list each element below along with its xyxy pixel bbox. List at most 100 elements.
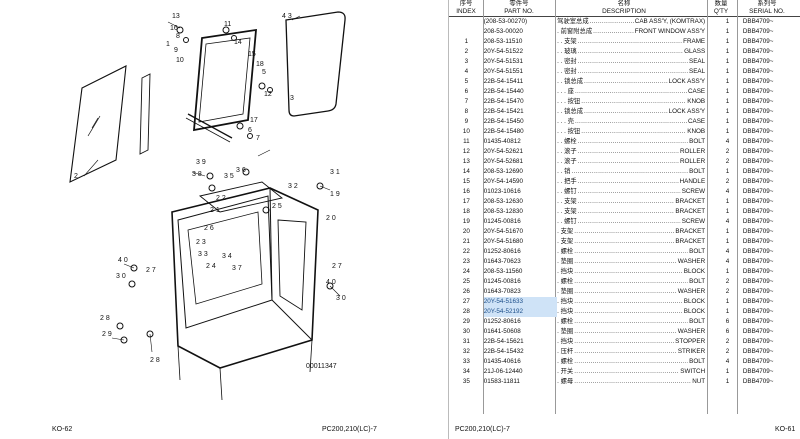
row-description-en: ROLLER bbox=[679, 158, 706, 165]
row-description-en: HANDLE bbox=[679, 178, 706, 185]
callout-label: 2 bbox=[74, 173, 78, 180]
row-description-cn: . 螺栓 bbox=[557, 318, 574, 325]
row-serial: DBB4709~ bbox=[742, 178, 774, 185]
row-description-cn: . . 支架 bbox=[557, 208, 577, 215]
row-serial: DBB4709~ bbox=[742, 68, 774, 75]
row-serial: DBB4709~ bbox=[742, 118, 774, 125]
row-quantity: 1 bbox=[725, 198, 730, 205]
row-serial: DBB4709~ bbox=[742, 368, 774, 375]
leader-dots: ........................................… bbox=[574, 368, 679, 375]
row-description: . 支架....................................… bbox=[557, 227, 712, 237]
row-quantity: 1 bbox=[725, 38, 730, 45]
callout-label: 5 bbox=[262, 69, 266, 76]
row-description-en: SCREW bbox=[681, 218, 706, 225]
header-index-cn: 序号 bbox=[459, 0, 473, 7]
row-description-en: CASE bbox=[687, 88, 706, 95]
row-description-cn: . 螺栓 bbox=[557, 278, 574, 285]
callout-label: 15 bbox=[248, 51, 256, 58]
row-quantity: 1 bbox=[725, 68, 730, 75]
row-description-cn: . . 螺钉 bbox=[557, 218, 577, 225]
callout-label: 2 3 bbox=[196, 239, 206, 246]
leader-dots: ........................................… bbox=[584, 78, 668, 85]
row-part-number: 22B-54-15450 bbox=[483, 118, 524, 125]
row-quantity: 1 bbox=[725, 228, 730, 235]
row-quantity: 4 bbox=[725, 258, 730, 265]
row-part-number: 20Y-54-51680 bbox=[483, 238, 524, 245]
leader-dots: ........................................… bbox=[577, 218, 681, 225]
row-serial: DBB4709~ bbox=[742, 228, 774, 235]
row-index: 22 bbox=[462, 248, 470, 255]
row-description-cn: . 螺母 bbox=[557, 378, 574, 385]
row-description-cn: . . . 按钮 bbox=[557, 128, 581, 135]
row-part-number: (208-53-00270) bbox=[483, 18, 528, 25]
row-quantity: 1 bbox=[725, 168, 730, 175]
row-index: 1 bbox=[464, 38, 469, 45]
leader-dots: ........................................… bbox=[574, 258, 677, 265]
row-serial: DBB4709~ bbox=[742, 128, 774, 135]
row-index: 33 bbox=[462, 358, 470, 365]
header-description-cn: 名称 bbox=[617, 0, 631, 7]
callout-label: 9 bbox=[174, 47, 178, 54]
row-description: . . 把手..................................… bbox=[557, 177, 712, 187]
row-index: 6 bbox=[464, 88, 469, 95]
callout-label: 7 bbox=[256, 135, 260, 142]
leader-dots: ........................................… bbox=[574, 348, 677, 355]
row-description-en: BLOCK bbox=[683, 298, 706, 305]
row-description: . . 支架..................................… bbox=[557, 197, 712, 207]
leader-dots: ........................................… bbox=[574, 268, 683, 275]
row-index bbox=[449, 17, 484, 27]
row-description: . 垫圈....................................… bbox=[557, 257, 712, 267]
row-part-number[interactable]: 20Y-54-52192 bbox=[483, 307, 558, 317]
row-quantity: 1 bbox=[725, 368, 730, 375]
row-description-en: SEAL bbox=[689, 58, 706, 65]
row-description-en: CAB ASS'Y, (KOMTRAX) bbox=[634, 18, 706, 25]
row-part-number: 208-53-12830 bbox=[483, 208, 523, 215]
exploded-view-diagram: 13 1 16 8 9 10 11 14 15 18 5 12 4 3 3 17… bbox=[69, 11, 346, 401]
row-description: . 垫圈....................................… bbox=[557, 287, 712, 297]
row-index: 4 bbox=[464, 68, 469, 75]
row-description: . . 滚子..................................… bbox=[557, 157, 712, 167]
row-serial: DBB4709~ bbox=[742, 78, 774, 85]
row-description-en: BRACKET bbox=[675, 228, 706, 235]
leader-dots: ........................................… bbox=[574, 308, 683, 315]
row-part-number[interactable]: 20Y-54-51633 bbox=[483, 297, 558, 307]
leader-dots: ........................................… bbox=[577, 198, 675, 205]
row-part-number: 22B-54-15480 bbox=[483, 128, 524, 135]
row-quantity: 1 bbox=[725, 298, 730, 305]
row-index: 30 bbox=[462, 328, 470, 335]
diagram-page: 13 1 16 8 9 10 11 14 15 18 5 12 4 3 3 17… bbox=[52, 0, 449, 439]
leader-dots: ........................................… bbox=[574, 228, 674, 235]
row-serial: DBB4709~ bbox=[742, 168, 774, 175]
row-description-en: BOLT bbox=[689, 138, 706, 145]
row-description-en: BOLT bbox=[689, 248, 706, 255]
row-quantity: 1 bbox=[725, 118, 730, 125]
row-part-number: 01583-11811 bbox=[483, 378, 520, 385]
row-index: 12 bbox=[462, 148, 470, 155]
row-description-en: BRACKET bbox=[675, 198, 706, 205]
row-part-number: 20Y-54-52621 bbox=[483, 148, 524, 155]
row-index: 19 bbox=[462, 218, 470, 225]
row-description-cn: . 开关 bbox=[557, 368, 574, 375]
callout-label: 3 0 bbox=[336, 295, 346, 302]
row-description-en: SWITCH bbox=[680, 368, 706, 375]
row-part-number: 208-53-12630 bbox=[483, 198, 523, 205]
row-description: . 挡块....................................… bbox=[557, 267, 712, 277]
row-quantity: 4 bbox=[725, 138, 730, 145]
row-description-en: GLASS bbox=[684, 48, 706, 55]
row-description-en: LOCK ASS'Y bbox=[668, 108, 706, 115]
row-description-cn: . 螺栓 bbox=[557, 358, 574, 365]
row-description-cn: . . 玻璃 bbox=[557, 48, 577, 55]
row-description: . 螺栓....................................… bbox=[557, 277, 712, 287]
row-quantity: 1 bbox=[725, 268, 730, 275]
